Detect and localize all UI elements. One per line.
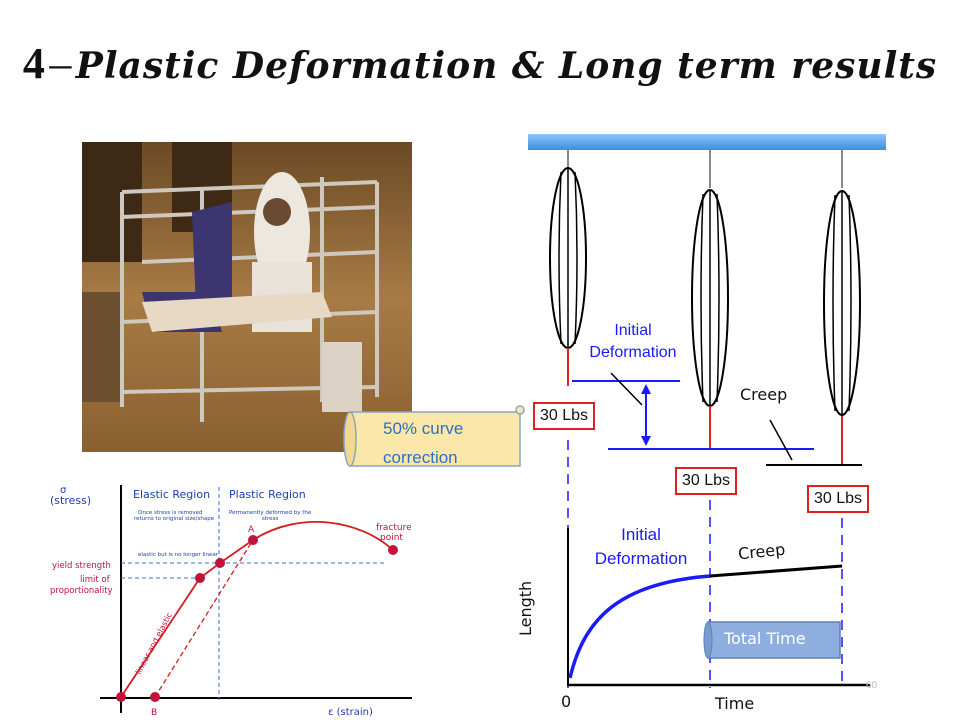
point-a-marker — [248, 535, 258, 545]
stress-strain-chart: σ (stress) Elastic Region Once stress is… — [50, 485, 412, 718]
origin-point — [116, 692, 126, 702]
point-a-label: A — [248, 525, 255, 535]
linear-elastic-label: linear and elastic — [134, 611, 174, 676]
traction-frame-photo — [82, 142, 412, 452]
stress-label: (stress) — [50, 494, 91, 507]
muscle-left — [549, 150, 587, 386]
elastic-desc-2: returns to original size/shape — [134, 516, 215, 522]
weight-left-label: 30 Lbs — [533, 402, 596, 430]
limit-label-2: proportionality — [50, 586, 113, 596]
initial-deformation-line-1: Initial — [614, 322, 652, 339]
weight-right-label: 30 Lbs — [807, 485, 870, 513]
elastic-region-label: Elastic Region — [133, 488, 210, 501]
initial-deformation-line-2: Deformation — [589, 344, 677, 361]
callout-line-2: correction — [383, 448, 458, 467]
proportionality-point — [195, 573, 205, 583]
callout-line-1: 50% curve — [383, 419, 464, 438]
elastic-desc-1: Once stress is removed — [138, 510, 203, 516]
muscle-middle — [691, 150, 729, 450]
graph-initial-deformation-label: Initial Deformation — [578, 523, 704, 571]
title-text: Plastic Deformation & Long term results — [75, 45, 938, 87]
fracture-label-1: fracture — [376, 523, 412, 533]
title-dash: – — [49, 39, 72, 88]
point-b-marker — [150, 692, 160, 702]
weight-middle-label: 30 Lbs — [675, 467, 738, 495]
graph-time-label: Time — [715, 694, 755, 713]
muscle-creep-diagram — [528, 134, 886, 688]
creep-line — [709, 564, 843, 578]
ceiling-bar — [528, 134, 886, 150]
elastic-limit-note: elastic but is no longer linear — [138, 552, 219, 558]
fracture-label-2: point — [380, 533, 403, 543]
stress-strain-curve — [120, 521, 394, 698]
creep-label: Creep — [740, 385, 788, 404]
plastic-desc-1: Permanently deformed by the — [229, 510, 312, 516]
sigma-label: σ — [60, 485, 67, 496]
graph-initial-line-1: Initial — [621, 525, 661, 544]
point-b-label: B — [151, 708, 157, 718]
fracture-point-marker — [388, 545, 398, 555]
slide-title: 4 – Plastic Deformation & Long term resu… — [0, 38, 960, 89]
strain-label: ε (strain) — [328, 707, 373, 718]
yield-point — [215, 558, 225, 568]
callout-text: 50% curve correction — [383, 414, 513, 472]
total-time-label: Total Time — [724, 629, 806, 648]
limit-label-1: limit of — [80, 575, 111, 585]
plastic-desc-2: stress — [262, 516, 278, 522]
title-number: 4 — [22, 39, 45, 88]
page-number: 60 — [866, 680, 878, 691]
callout-scroll — [343, 405, 525, 467]
initial-deformation-curve — [568, 574, 711, 679]
yield-strength-label: yield strength — [52, 561, 111, 571]
graph-origin-label: 0 — [561, 692, 572, 711]
muscle-right — [823, 150, 861, 466]
unload-line — [154, 539, 254, 698]
graph-length-label: Length — [516, 580, 535, 636]
graph-initial-line-2: Deformation — [594, 549, 688, 568]
initial-deformation-label: Initial Deformation — [572, 320, 694, 364]
plastic-region-label: Plastic Region — [229, 488, 306, 501]
